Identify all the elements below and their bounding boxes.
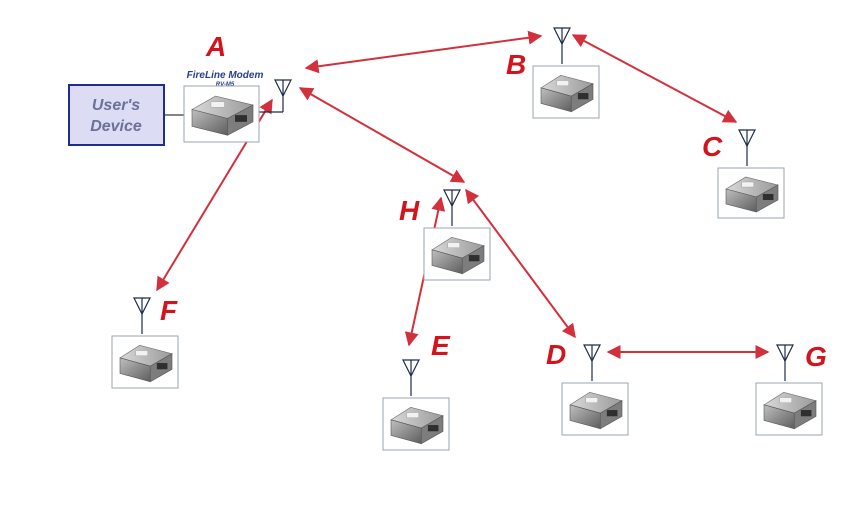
modem-icon <box>112 336 178 388</box>
node-c <box>718 130 784 218</box>
user-device-box <box>69 85 164 145</box>
node-letter-d: D <box>546 339 566 370</box>
modem-icon <box>562 383 628 435</box>
antenna-icon <box>584 345 600 381</box>
modem-icon <box>383 398 449 450</box>
antenna-icon <box>777 345 793 381</box>
modem-icon <box>756 383 822 435</box>
modem-icon <box>184 86 259 142</box>
node-letter-b: B <box>506 49 526 80</box>
link-layer <box>157 35 768 352</box>
modem-icon <box>424 228 490 280</box>
antenna-icon <box>444 190 460 226</box>
node-d <box>562 345 628 435</box>
node-e <box>383 360 449 450</box>
antenna-icon <box>403 360 419 396</box>
link-a-h <box>300 88 464 182</box>
node-layer <box>112 28 822 450</box>
node-a <box>184 80 291 142</box>
node-letter-e: E <box>431 330 451 361</box>
node-letter-c: C <box>702 131 723 162</box>
node-letter-g: G <box>805 341 827 372</box>
node-letter-a: A <box>205 31 226 62</box>
node-letter-h: H <box>399 195 420 226</box>
node-h <box>424 190 490 280</box>
antenna-icon <box>134 298 150 334</box>
node-b <box>533 28 599 118</box>
antenna-icon <box>739 130 755 166</box>
modem-icon <box>718 168 784 218</box>
user-device-label-line2: Device <box>90 118 142 135</box>
user-device-label-line1: User's <box>92 97 140 114</box>
antenna-icon <box>554 28 570 64</box>
modem-icon <box>533 66 599 118</box>
node-letter-f: F <box>160 295 178 326</box>
antenna-icon <box>259 80 291 112</box>
modem-title: FireLine Modem <box>187 70 264 81</box>
user-device: User's Device <box>69 85 184 145</box>
